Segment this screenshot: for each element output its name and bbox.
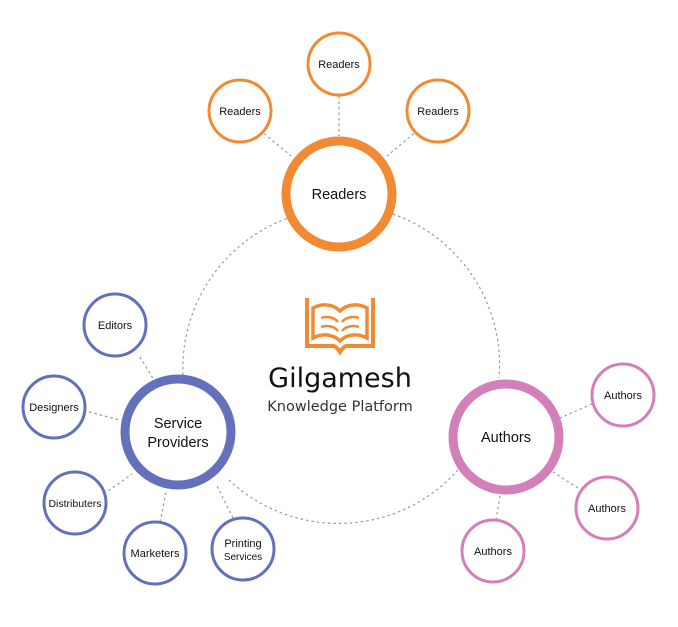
brand-subtitle: Knowledge Platform xyxy=(267,399,412,415)
provider-node-editors-label: Editors xyxy=(98,320,133,332)
providers-hub-label-line2: Providers xyxy=(147,435,208,451)
provider-node-printing-circle[interactable] xyxy=(210,516,276,582)
authors-node-bottom-circle[interactable] xyxy=(460,518,526,584)
spoke-lines xyxy=(88,96,593,523)
authors-group: Authors Authors Authors Authors xyxy=(448,362,656,584)
spoke-distributers xyxy=(103,473,133,495)
readers-hub-circle[interactable] xyxy=(281,136,397,252)
readers-node-left-label: Readers xyxy=(219,106,261,118)
readers-node-top-label: Readers xyxy=(318,59,360,71)
spoke-author-bottom xyxy=(495,495,501,521)
provider-node-marketers-circle[interactable] xyxy=(122,520,188,586)
authors-node-right-label: Authors xyxy=(588,503,626,515)
authors-node-top-label: Authors xyxy=(604,390,642,402)
provider-node-printing-label-line2: Services xyxy=(224,552,262,563)
spoke-reader-right xyxy=(386,129,419,157)
spoke-editors xyxy=(139,356,155,381)
provider-node-designers-circle[interactable] xyxy=(21,374,87,440)
authors-node-right-circle[interactable] xyxy=(574,475,640,541)
connector-readers-authors xyxy=(392,213,501,379)
provider-node-distributers-label: Distributers xyxy=(48,498,101,510)
provider-node-distributers-circle[interactable] xyxy=(42,470,108,536)
spoke-printing xyxy=(215,483,234,519)
spoke-author-top xyxy=(559,403,593,419)
brand-logo: Gilgamesh Knowledge Platform xyxy=(267,298,413,415)
connector-providers-readers xyxy=(182,215,295,376)
providers-hub-label-line1: Service xyxy=(154,416,202,432)
authors-hub-circle[interactable] xyxy=(448,379,564,495)
providers-hub-circle[interactable] xyxy=(120,374,236,490)
provider-node-designers-label: Designers xyxy=(29,402,79,414)
readers-hub-label: Readers xyxy=(312,187,367,203)
spoke-author-right xyxy=(552,471,579,489)
connector-authors-providers xyxy=(228,469,459,525)
readers-node-right-label: Readers xyxy=(417,106,459,118)
authors-hub-label: Authors xyxy=(481,430,531,446)
provider-node-marketers-label: Marketers xyxy=(131,548,180,560)
spoke-marketers xyxy=(159,491,167,523)
hub-connectors xyxy=(182,213,501,525)
brand-title: Gilgamesh xyxy=(268,363,412,394)
provider-node-editors-circle[interactable] xyxy=(82,292,148,358)
authors-node-top-circle[interactable] xyxy=(590,362,656,428)
provider-node-printing-label-line1: Printing xyxy=(224,538,261,550)
providers-group: Editors Designers Distributers Marketers… xyxy=(21,292,276,586)
readers-node-left-circle[interactable] xyxy=(207,78,273,144)
readers-group: Readers Readers Readers Readers xyxy=(207,31,471,252)
spoke-reader-left xyxy=(259,129,292,157)
readers-node-right-circle[interactable] xyxy=(405,78,471,144)
authors-node-bottom-label: Authors xyxy=(474,546,512,558)
spoke-designers xyxy=(88,411,121,421)
open-book-icon xyxy=(305,298,375,356)
readers-node-top-circle[interactable] xyxy=(306,31,372,97)
